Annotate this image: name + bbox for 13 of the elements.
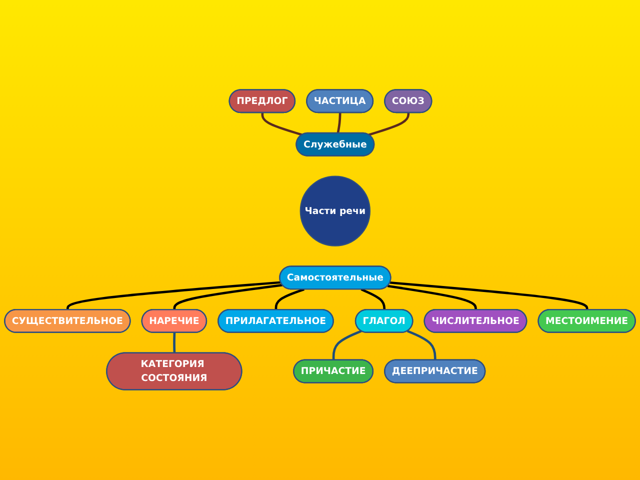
connector — [66, 282, 281, 310]
connector — [173, 332, 176, 354]
connector — [274, 288, 305, 310]
connector — [336, 113, 342, 134]
connector — [387, 285, 477, 310]
connector — [390, 282, 588, 310]
connector — [406, 330, 436, 360]
connector — [332, 330, 362, 360]
node-circle: Части речи — [300, 176, 370, 247]
connector — [368, 113, 410, 136]
connector — [360, 288, 386, 310]
connector — [173, 284, 283, 310]
connector — [261, 113, 303, 136]
